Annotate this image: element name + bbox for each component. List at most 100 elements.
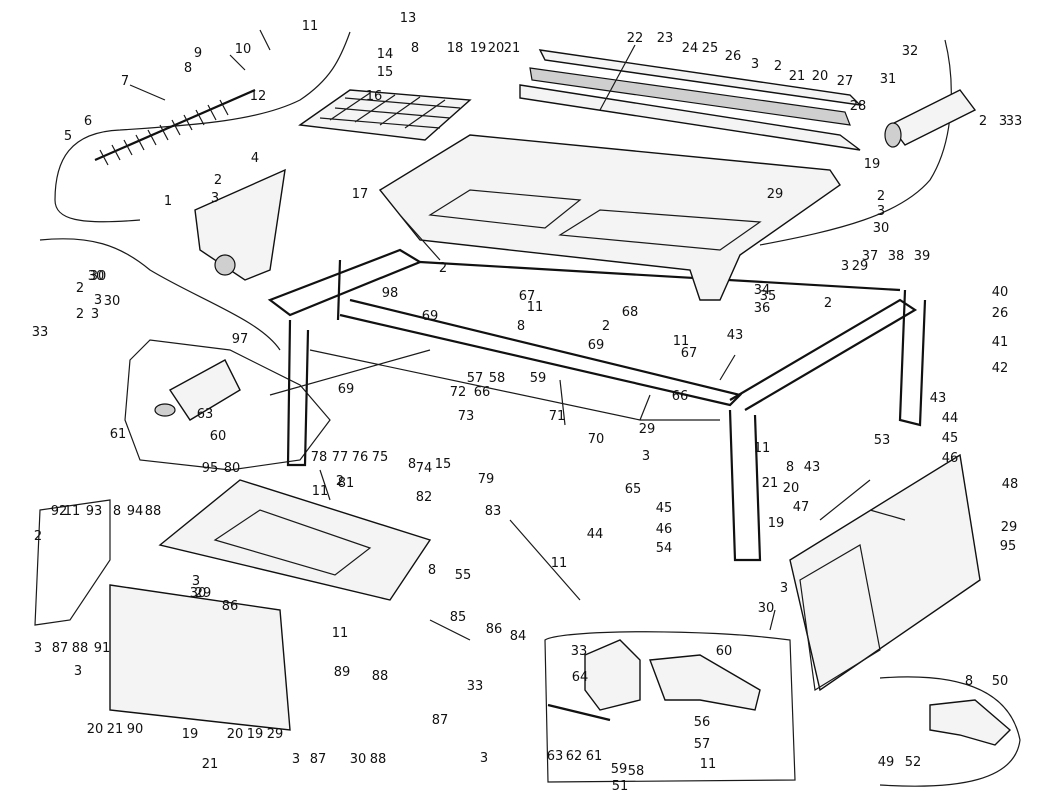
part-number-label: 20 xyxy=(488,41,505,56)
part-number-label: 16 xyxy=(366,89,383,104)
part-number-label: 45 xyxy=(656,501,673,516)
part-number-label: 29 xyxy=(639,422,656,437)
lower-tray xyxy=(158,479,432,601)
lower-tray-inner xyxy=(213,509,372,576)
part-number-label: 17 xyxy=(352,187,369,202)
part-number-label: 11 xyxy=(302,19,319,34)
bracket-rod xyxy=(547,703,611,722)
main-frame xyxy=(267,248,927,562)
part-number-label: 33 xyxy=(32,325,49,340)
part-number-label: 18 xyxy=(447,41,464,56)
knob-assembly-top-right xyxy=(884,89,977,148)
part-number-label: 21 xyxy=(202,757,219,772)
top-cover-panel xyxy=(378,134,841,301)
frame-top-rail-left xyxy=(267,248,423,317)
part-number-label: 82 xyxy=(416,490,433,505)
part-number-label: 30 xyxy=(758,601,775,616)
part-number-label: 66 xyxy=(672,389,689,404)
part-number-label: 21 xyxy=(789,69,806,84)
part-number-label: 30 xyxy=(88,269,105,284)
part-number-label: 12 xyxy=(250,89,267,104)
part-number-label: 29 xyxy=(1001,520,1018,535)
grid-panel-lines xyxy=(319,92,461,129)
part-number-label: 11 xyxy=(551,556,568,571)
part-number-label: 54 xyxy=(656,541,673,556)
part-number-label: 2 xyxy=(336,474,344,489)
part-number-label: 11 xyxy=(673,334,690,349)
outline-left-plate-group xyxy=(34,499,111,626)
left-housing-knob xyxy=(214,254,236,276)
rear-strip-upper xyxy=(538,49,862,106)
knob-bottom-body xyxy=(929,699,1012,746)
part-number-label: 2 xyxy=(774,59,782,74)
part-number-label: 3 xyxy=(751,57,759,72)
part-number-label: 69 xyxy=(338,382,355,397)
part-number-label: 3 xyxy=(74,664,82,679)
part-number-label: 3 xyxy=(91,307,99,322)
part-number-label: 36 xyxy=(754,301,771,316)
part-number-label: 34 xyxy=(754,283,771,298)
part-number-label: 29 xyxy=(767,187,784,202)
part-number-label: 95 xyxy=(202,461,219,476)
part-number-label: 38 xyxy=(888,249,905,264)
screw-shaft xyxy=(94,88,256,166)
part-number-label: 8 xyxy=(428,563,436,578)
left-housing-body xyxy=(194,168,286,281)
frame-right-rear-leg xyxy=(898,289,927,427)
top-cover-window-left xyxy=(428,189,582,229)
top-cover xyxy=(378,134,841,301)
part-number-label: 8 xyxy=(965,674,973,689)
cylinder-body xyxy=(168,359,241,421)
part-number-label: 94 xyxy=(127,504,144,519)
part-number-label: 9 xyxy=(194,46,202,61)
part-number-label: 30 xyxy=(190,586,207,601)
outline-top-right-group xyxy=(759,39,952,246)
part-number-label: 42 xyxy=(992,361,1009,376)
part-number-label: 53 xyxy=(874,433,891,448)
part-number-label: 28 xyxy=(850,99,867,114)
part-number-label: 27 xyxy=(837,74,854,89)
part-number-label: 8 xyxy=(517,319,525,334)
part-number-label: 6 xyxy=(84,114,92,129)
part-number-label: 58 xyxy=(489,371,506,386)
leader-lines xyxy=(129,29,906,641)
part-number-label: 64 xyxy=(572,670,589,685)
frame-rear-left-leg xyxy=(336,259,342,321)
part-number-label: 22 xyxy=(627,31,644,46)
part-number-label: 25 xyxy=(702,41,719,56)
part-number-label: 95 xyxy=(1000,539,1017,554)
part-number-label: 2 xyxy=(439,261,447,276)
part-number-label: 56 xyxy=(694,715,711,730)
part-number-label: 11 xyxy=(700,757,717,772)
part-number-label: 87 xyxy=(310,752,327,767)
part-number-label: 26 xyxy=(725,49,742,64)
part-number-label: 11 xyxy=(64,504,81,519)
part-number-label: 88 xyxy=(145,504,162,519)
part-number-label: 59 xyxy=(611,762,628,777)
part-number-label: 2 xyxy=(979,114,987,129)
part-number-label: 8 xyxy=(786,460,794,475)
part-number-label: 66 xyxy=(474,385,491,400)
part-number-label: 19 xyxy=(247,727,264,742)
part-number-label: 85 xyxy=(450,610,467,625)
part-number-label: 19 xyxy=(470,41,487,56)
part-number-label: 15 xyxy=(377,65,394,80)
part-number-label: 35 xyxy=(760,289,777,304)
lower-tray-body xyxy=(158,479,432,601)
part-number-label: 70 xyxy=(588,432,605,447)
part-number-label: 23 xyxy=(657,31,674,46)
screw-shaft-thread xyxy=(99,99,229,166)
leader-set xyxy=(129,29,906,641)
part-number-label: 81 xyxy=(338,476,355,491)
part-number-label: 21 xyxy=(107,722,124,737)
knob-body xyxy=(888,89,977,146)
part-number-label: 3 xyxy=(780,581,788,596)
right-door-inner xyxy=(799,544,881,691)
part-number-label: 30 xyxy=(90,269,107,284)
part-number-label: 60 xyxy=(716,644,733,659)
part-number-label: 75 xyxy=(372,450,389,465)
part-number-label: 4 xyxy=(251,151,259,166)
cylinder-washer xyxy=(154,403,176,417)
part-number-label: 57 xyxy=(467,371,484,386)
